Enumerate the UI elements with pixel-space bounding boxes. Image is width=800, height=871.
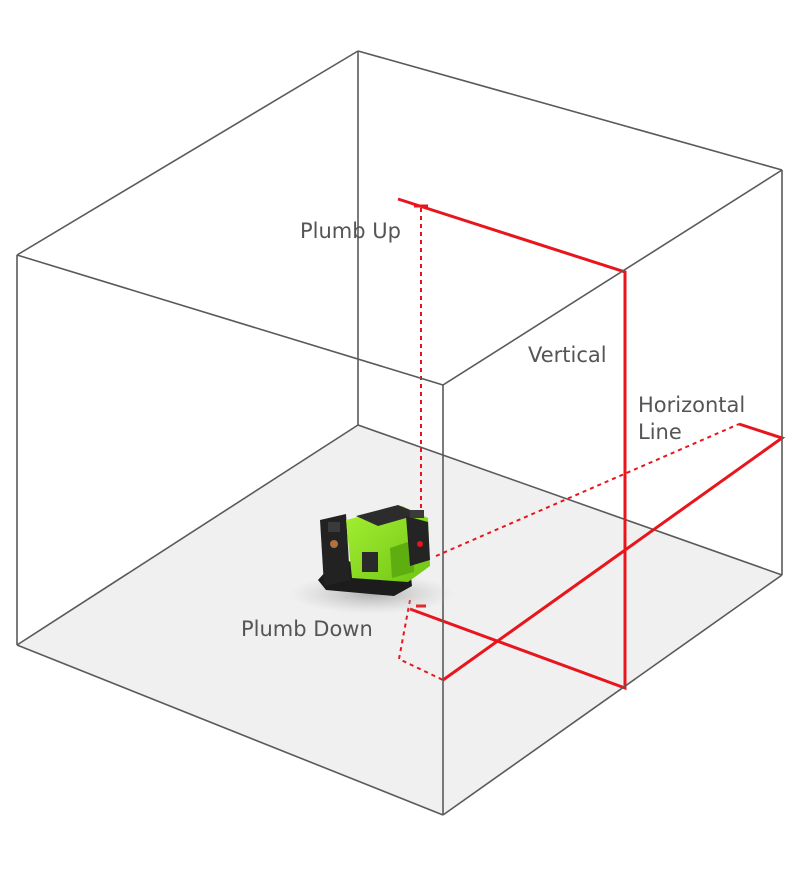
cube-front-edges — [16, 50, 783, 816]
plumb-up-label: Plumb Up — [300, 219, 401, 243]
laser-emitter-icon — [417, 541, 423, 547]
vertical-laser-line — [397, 197, 627, 691]
floor-plane — [17, 425, 782, 815]
horizontal-line-label: Horizontal Line — [638, 392, 745, 446]
horizontal-line-label-line-1: Horizontal — [638, 393, 746, 417]
device-side-panel — [390, 540, 414, 578]
horizontal-line-label-line-2: Line — [638, 420, 682, 444]
laser-window-front — [406, 516, 430, 566]
cube-back-edges — [16, 51, 783, 646]
horizontal-beam — [435, 423, 740, 557]
plumb-down-label: Plumb Down — [241, 617, 373, 641]
bracket-slot — [328, 522, 340, 532]
device-bracket — [320, 514, 350, 586]
cross-line-laser-level-icon — [290, 505, 454, 614]
device-button — [362, 552, 378, 572]
bracket-screw-icon — [330, 540, 338, 548]
device-top — [356, 505, 420, 526]
laser-window-top — [410, 510, 424, 518]
vertical-label: Vertical — [528, 343, 607, 367]
